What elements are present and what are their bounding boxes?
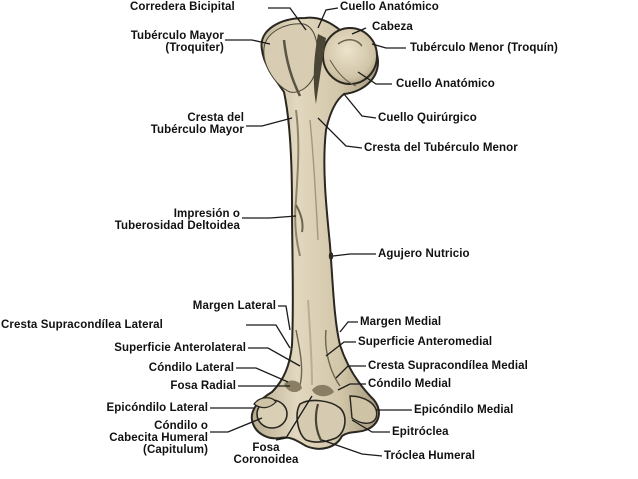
label-cuello-anatomico-top: Cuello Anatómico: [340, 1, 439, 13]
label-cabeza: Cabeza: [372, 21, 413, 33]
coronoid-fossa-shape: [312, 384, 334, 397]
trochlea-shape: [296, 399, 346, 443]
label-agujero-nutricio: Agujero Nutricio: [378, 248, 470, 260]
humeral-head: [322, 27, 378, 85]
label-fosa-radial: Fosa Radial: [170, 380, 236, 392]
greater-tubercle: [263, 23, 318, 93]
label-margen-medial: Margen Medial: [360, 316, 442, 328]
label-margen-lateral: Margen Lateral: [192, 300, 276, 312]
label-epicondilo-lateral: Epicóndilo Lateral: [106, 402, 208, 414]
label-corredera-bicipital: Corredera Bicipital: [130, 1, 235, 13]
label-fosa-coronoidea: Fosa Coronoidea: [233, 442, 299, 466]
label-tuberculo-menor: Tubérculo Menor (Troquín): [410, 42, 558, 54]
label-impresion-deltoidea: Impresión o Tuberosidad Deltoidea: [114, 208, 240, 232]
label-cresta-tuberculo-menor: Cresta del Tubérculo Menor: [364, 142, 518, 154]
label-troclea-humeral: Tróclea Humeral: [384, 450, 475, 462]
label-cresta-tuberculo-mayor: Cresta del Tubérculo Mayor: [150, 112, 244, 136]
radial-fossa-shape: [284, 380, 302, 393]
leader-lines: [210, 7, 412, 457]
label-tuberculo-mayor: Tubérculo Mayor (Troquiter): [130, 30, 224, 54]
label-condilo-cabecita: Cóndilo o Cabecita Humeral (Capitulum): [109, 420, 208, 456]
label-epitroclea: Epitróclea: [392, 426, 449, 438]
humerus-outline: [250, 16, 380, 450]
lateral-epicondyle-shape: [253, 397, 277, 409]
label-condilo-medial: Cóndilo Medial: [368, 378, 452, 390]
nutrient-foramen: [328, 252, 334, 260]
label-condilo-lateral: Cóndilo Lateral: [148, 362, 234, 374]
label-superficie-anteromedial: Superficie Anteromedial: [358, 336, 493, 348]
label-cresta-supracondilea-lateral: Cresta Supracondílea Lateral: [1, 319, 163, 331]
label-cresta-supracondilea-medial: Cresta Supracondílea Medial: [368, 360, 528, 372]
humerus-bone: [250, 16, 380, 450]
label-cuello-quirurgico: Cuello Quirúrgico: [378, 112, 477, 124]
label-epicondilo-medial: Epicóndilo Medial: [414, 404, 514, 416]
label-cuello-anatomico: Cuello Anatómico: [396, 78, 495, 90]
medial-epicondyle-shape: [349, 395, 378, 424]
label-superficie-anterolateral: Superficie Anterolateral: [114, 342, 246, 354]
bicipital-groove: [313, 34, 326, 104]
